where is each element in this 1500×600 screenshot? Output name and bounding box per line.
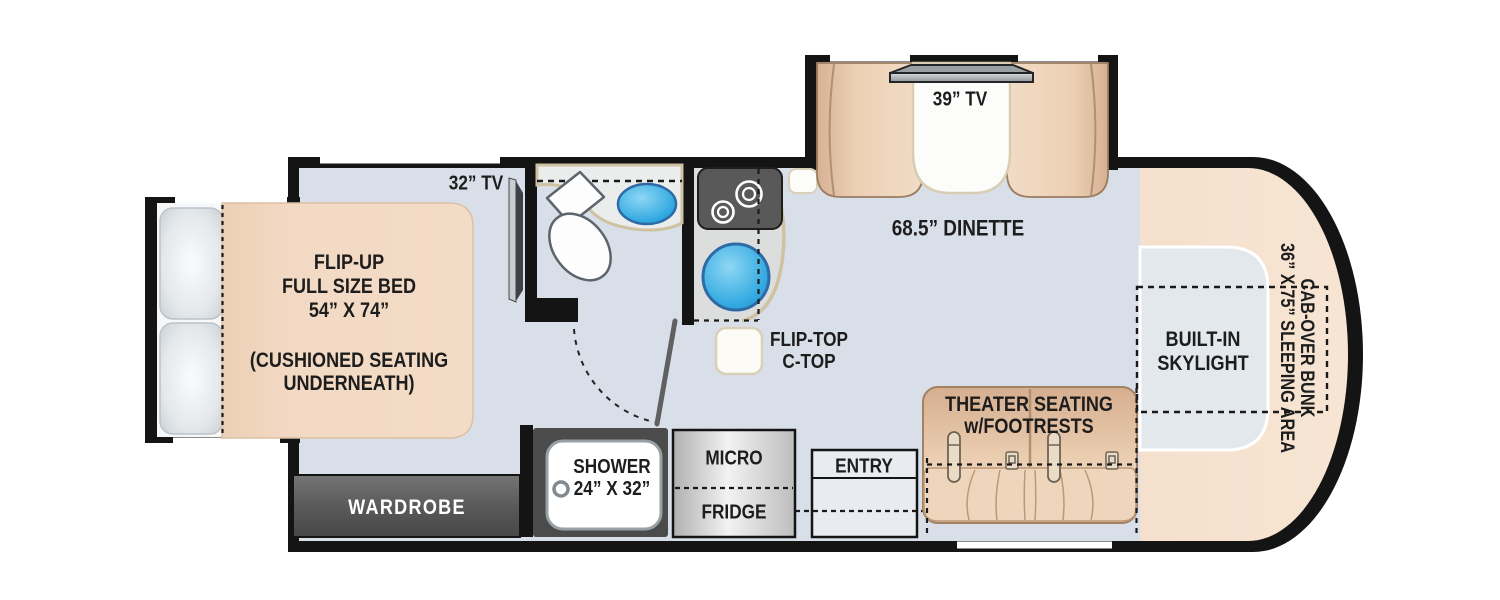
cooktop: [697, 167, 783, 230]
label-entry: ENTRY: [835, 455, 893, 478]
kitchen: [694, 167, 786, 376]
flip-top-counter: [714, 326, 764, 376]
drain-icon: [552, 480, 570, 498]
window: [1018, 55, 1098, 62]
wall-segment: [525, 298, 578, 322]
label-wardrobe: WARDROBE: [348, 495, 466, 519]
dinette-table: [911, 61, 1012, 195]
burner-icon: [711, 180, 763, 224]
label-tv-39: 39” TV: [932, 88, 988, 111]
built-in-skylight: [1135, 285, 1329, 414]
bathroom-sink: [616, 182, 678, 226]
label-skylight: BUILT-IN SKYLIGHT: [1157, 328, 1249, 375]
theater-seating: [922, 386, 1138, 538]
micro-fridge: [671, 428, 797, 539]
dinette-seat-right: [1006, 62, 1109, 198]
windows: [320, 157, 1112, 549]
tv-32-icon: [508, 177, 523, 303]
bathroom-door: [573, 318, 678, 427]
window: [173, 437, 280, 444]
flip-up-bed: [221, 202, 474, 439]
label-theater: THEATER SEATING w/FOOTRESTS: [945, 393, 1113, 438]
bathroom: [525, 157, 694, 427]
label-cab-over-bunk: CAB-OVER BUNK 36” X 75” SLEEPING AREA: [1276, 242, 1317, 454]
label-dinette: 68.5” DINETTE: [891, 215, 1025, 241]
shower-pan: [545, 439, 663, 531]
tv-39-icon: [889, 64, 1034, 83]
window: [830, 55, 910, 62]
label-bed: FLIP-UP FULL SIZE BED 54” X 74”: [281, 251, 417, 322]
dinette-seat-left: [816, 62, 924, 198]
pillow: [159, 322, 224, 435]
label-flip-top: FLIP-TOP C-TOP: [769, 329, 849, 373]
window: [175, 197, 287, 204]
pillow: [159, 207, 224, 320]
cab-floor: [1138, 245, 1270, 452]
wardrobe: [292, 474, 521, 538]
cabinet: [788, 168, 818, 194]
label-shower: SHOWER 24” X 32”: [573, 456, 651, 500]
wall-segment: [682, 157, 694, 325]
wall-segment: [525, 157, 537, 310]
label-bed-note: (CUSHIONED SEATING UNDERNEATH): [249, 349, 449, 395]
toilet: [545, 170, 612, 282]
footrests: [923, 467, 1137, 522]
label-micro: MICRO: [705, 447, 763, 470]
label-fridge: FRIDGE: [701, 501, 767, 524]
shower: [520, 425, 668, 537]
window: [320, 157, 500, 164]
bed-slideout: [145, 197, 474, 444]
label-tv-32: 32” TV: [448, 172, 504, 195]
kitchen-sink: [701, 242, 771, 312]
entry-steps: [795, 448, 927, 539]
wall-segment: [520, 425, 533, 537]
dinette-slideout: [788, 55, 1118, 198]
window: [957, 541, 1112, 549]
